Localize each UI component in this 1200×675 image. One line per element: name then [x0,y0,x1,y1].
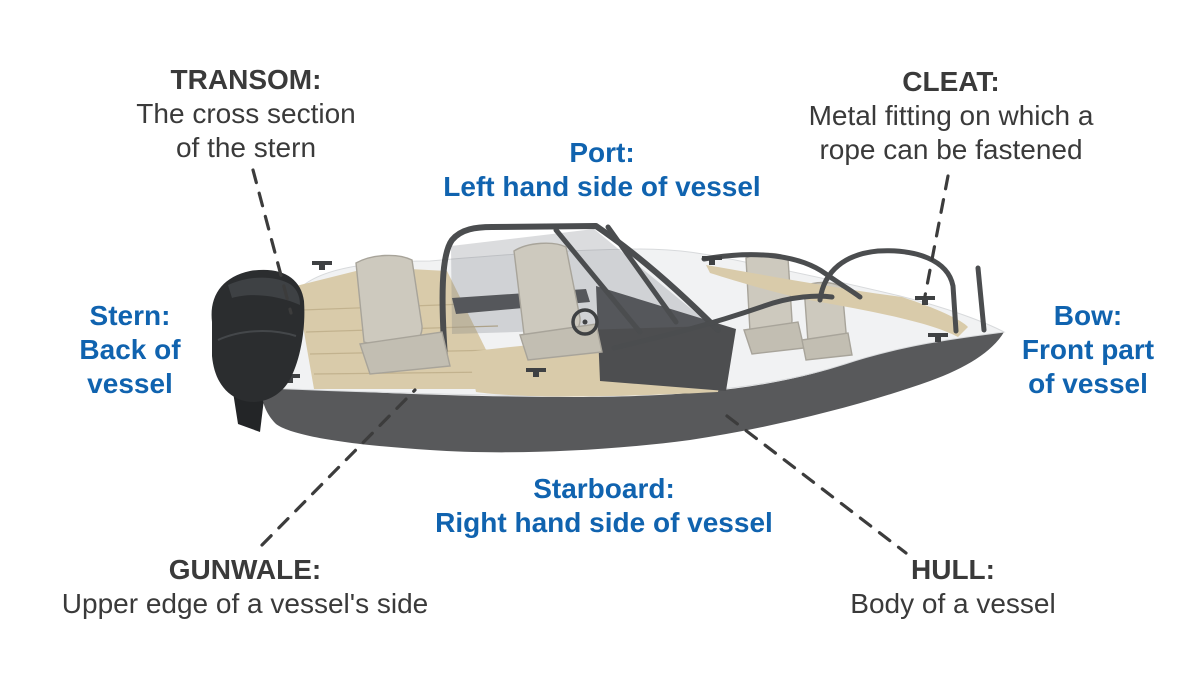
stern-term: Stern: [89,300,171,331]
port-definition-line: Left hand side of vessel [443,171,761,202]
cleat-icon [915,296,935,305]
cleat-connector-line [923,174,950,298]
starboard-term: Starboard: [533,473,675,504]
cleat-definition-line: rope can be fastened [819,134,1083,165]
foredeck-strip [706,265,968,337]
helm-chair2-cushion [801,332,853,361]
cleat-definition-line: Metal fitting on which a [808,100,1094,131]
aft-bench-backrest [355,254,423,349]
cleat-icon [526,368,546,377]
hull-definition-line: Body of a vessel [850,588,1056,619]
motor-cowling-highlight [228,277,300,305]
port-grab-rail [701,252,863,300]
hull-connector-line [725,414,908,555]
stern-definition-line: Back of [79,334,181,365]
starboard-grab-rail [611,293,835,351]
frame-brace [553,227,643,335]
bow-rail [817,248,959,334]
steering-wheel-hub [582,319,588,325]
bow-definition-line: Front part [1021,334,1155,365]
label-starboard: Starboard: Right hand side of vessel [435,472,773,540]
label-gunwale: GUNWALE: Upper edge of a vessel's side [62,553,428,621]
transom-definition-line: The cross section [136,98,356,129]
hull-bottom [261,332,1004,453]
frame-brace [605,224,679,325]
port-term: Port: [569,137,635,168]
cleat-icon [702,256,722,265]
motor-seam-line [217,330,297,341]
bow-definition-line: of vessel [1028,368,1148,399]
transom-definition-line: of the stern [175,132,317,163]
label-stern: Stern: Back of vessel [79,299,180,401]
bow-term: Bow: [1053,300,1123,331]
label-bow: Bow: Front part of vessel [1022,299,1154,401]
aft-bench-cushion [359,331,451,375]
hull-term: HULL: [911,554,995,585]
gunwale-definition-line: Upper edge of a vessel's side [61,588,429,619]
cleat-icon [312,261,332,270]
helm-console-shadow [596,286,736,391]
transom-connector-line [251,168,293,315]
deck-plank-line [313,371,497,375]
stern-definition-line: vessel [87,368,173,399]
label-hull: HULL: Body of a vessel [850,553,1055,621]
steering-wheel [571,308,599,336]
outboard-motor [211,269,305,402]
bow-rail-leg [975,265,987,333]
starboard-definition-line: Right hand side of vessel [435,507,773,538]
cleat-term: CLEAT: [902,66,1000,97]
cleat-icon [928,333,948,342]
windshield-frame [439,223,721,361]
label-transom: TRANSOM: The cross section of the stern [136,63,355,165]
gunwale-term: GUNWALE: [168,554,322,585]
label-cleat: CLEAT: Metal fitting on which a rope can… [809,65,1094,167]
transom-term: TRANSOM: [170,64,322,95]
gunwale-connector-line [260,388,417,547]
label-port: Port: Left hand side of vessel [443,136,760,204]
